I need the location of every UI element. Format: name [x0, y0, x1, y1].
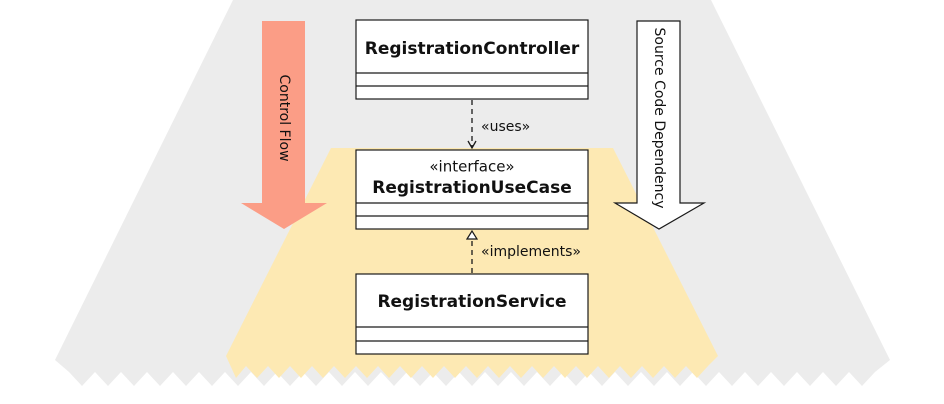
class-name: RegistrationService	[377, 292, 566, 312]
source-code-dependency-label: Source Code Dependency	[651, 28, 667, 209]
control-flow-arrow	[241, 21, 327, 229]
uses-label: «uses»	[481, 119, 530, 135]
class-name: RegistrationController	[365, 39, 580, 59]
registration-use-case-interface: «interface» RegistrationUseCase	[355, 149, 589, 230]
class-stereotype: «interface»	[429, 158, 514, 176]
registration-controller-class: RegistrationController	[355, 19, 589, 100]
control-flow-label: Control Flow	[276, 74, 292, 161]
registration-service-class: RegistrationService	[355, 273, 589, 355]
source-code-dependency-arrow	[612, 20, 707, 230]
implements-label: «implements»	[481, 244, 581, 260]
class-box	[355, 273, 589, 355]
class-name: RegistrationUseCase	[372, 178, 572, 198]
class-box	[355, 19, 589, 100]
